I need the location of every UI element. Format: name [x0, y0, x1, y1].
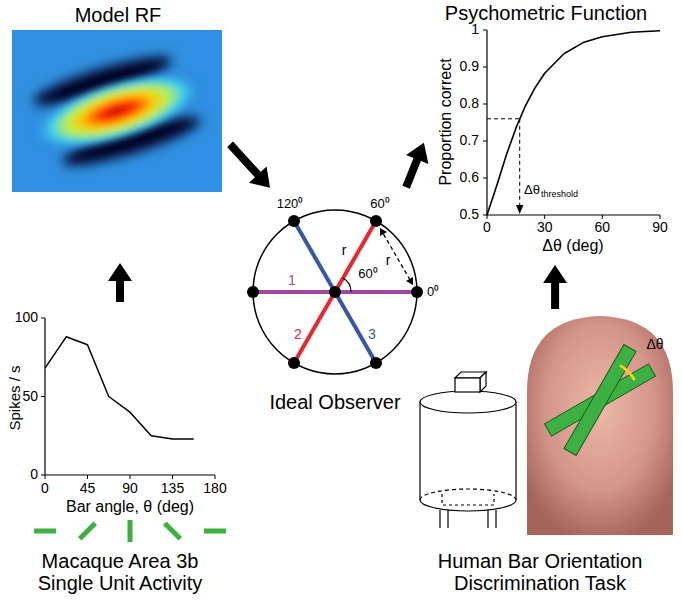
figure-label: r: [342, 243, 347, 258]
axis-title: Proportion correct: [437, 58, 455, 185]
figure-label: Δθ: [524, 183, 540, 197]
panel-group: Psychometric Function: [425, 0, 682, 262]
figure-label: 50: [22, 389, 38, 404]
flow-arrow: [402, 143, 428, 189]
panel-group: Model RF: [8, 2, 228, 260]
panel-group: Ideal Observer: [245, 190, 445, 415]
figure-label: 1: [471, 22, 479, 37]
figure-label: 180: [203, 481, 226, 496]
figure-label: 90: [652, 220, 668, 235]
flow-arrow: [227, 142, 270, 188]
figure-label: threshold: [541, 190, 578, 200]
psychometric-plot: [483, 30, 660, 219]
panel-title: Human Bar Orientation Discrimination Tas…: [405, 550, 675, 594]
tuning-curve-plot: [41, 318, 215, 479]
panel-title: Model RF: [13, 4, 223, 26]
axis-title: Spikes / s: [7, 365, 24, 430]
figure-label: 0.6: [460, 170, 479, 185]
fingertip-photo: [527, 316, 673, 535]
figure-label: 2: [294, 327, 302, 342]
figure-label: 45: [80, 481, 96, 496]
figure-label: 1: [288, 273, 296, 288]
bar-stimuli: [34, 520, 226, 542]
panel-title: Psychometric Function: [426, 2, 666, 24]
figure-label: 0: [30, 467, 38, 482]
receptive-field-image: [12, 30, 222, 192]
figure-label: 0.8: [460, 96, 479, 111]
figure-label: 0.9: [460, 59, 479, 74]
figure-label: Δθ (deg): [542, 237, 603, 255]
panel-group: Macaque Area 3b Single Unit Activity: [0, 305, 240, 601]
figure-label: 60⁰: [370, 197, 389, 211]
ideal-observer-figure: [247, 210, 423, 374]
figure-label: 135: [161, 481, 184, 496]
figure-label: 0: [483, 220, 491, 235]
figure-label: 100: [15, 310, 38, 325]
figure-label: 90: [122, 481, 138, 496]
figure-label: 0⁰: [427, 285, 439, 299]
figure-label: 30: [537, 220, 553, 235]
figure-label: 0.7: [460, 133, 479, 148]
panel-title: Macaque Area 3b Single Unit Activity: [20, 550, 220, 594]
figure-label: 120⁰: [277, 197, 304, 211]
figure-label: 0.5: [460, 207, 479, 222]
stimulator-apparatus: [420, 372, 516, 528]
panel-title: Ideal Observer: [240, 391, 430, 413]
figure-label: 60⁰: [358, 267, 377, 281]
flow-arrow: [108, 263, 132, 302]
figure-label: Δθ: [646, 337, 663, 352]
panel-group: Human Bar Orientation Discrimination Tas…: [400, 312, 682, 601]
figure-label: 0: [41, 481, 49, 496]
flow-arrow: [543, 265, 567, 309]
figure-label: r: [386, 253, 391, 268]
figure-label: 3: [368, 327, 376, 342]
figure-label: 60: [595, 220, 611, 235]
figure-label: Bar angle, θ (deg): [66, 498, 194, 516]
